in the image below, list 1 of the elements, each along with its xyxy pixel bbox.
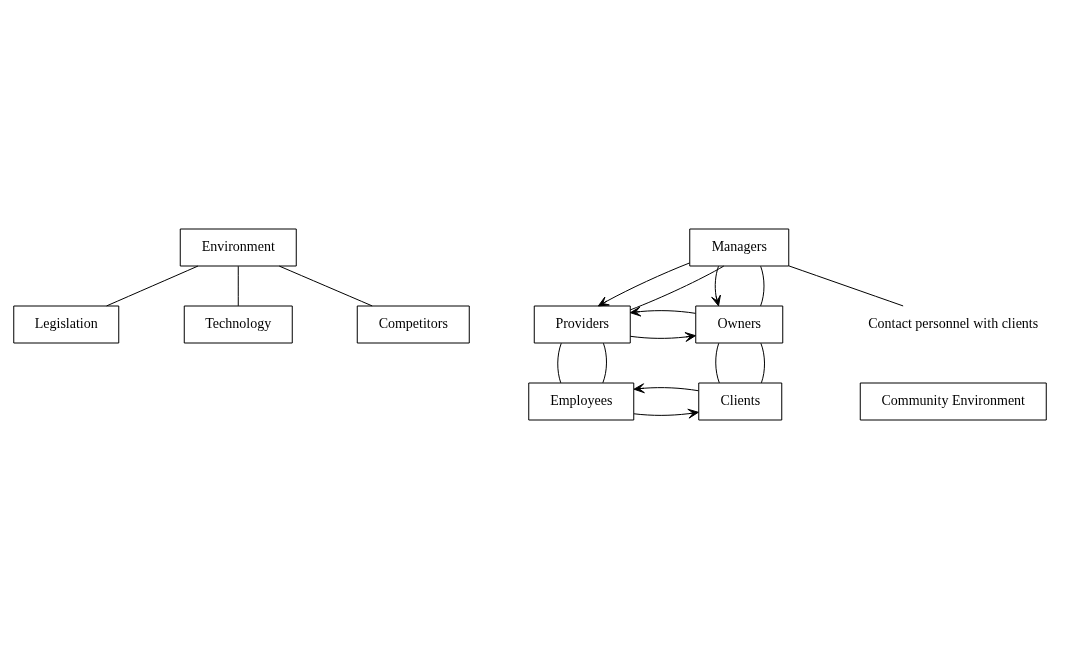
node-text: Contact personnel with clients (868, 316, 1039, 332)
